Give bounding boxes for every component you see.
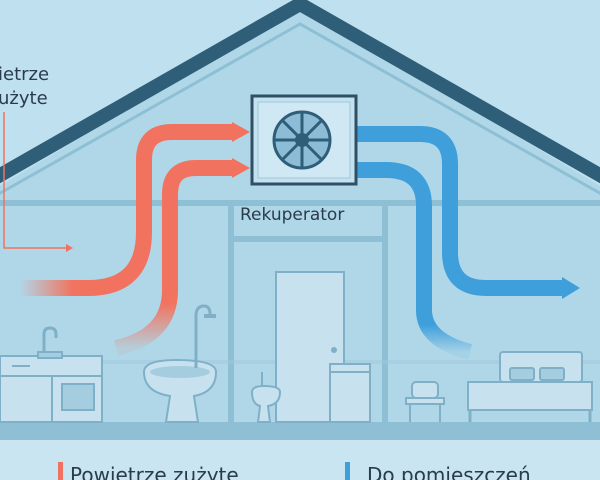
top-left-label-line-1: ietrze (0, 64, 49, 85)
wall-left (228, 206, 234, 426)
device-label: Rekuperator (240, 205, 344, 225)
legend-area (0, 440, 600, 480)
top-left-label-line-2: użyte (0, 88, 48, 109)
kitchen (0, 326, 103, 423)
cool-airflow-upper (352, 126, 562, 296)
wall-right (382, 206, 388, 426)
arrow-right-icon (562, 277, 580, 299)
roof-inner-line (0, 22, 600, 195)
legend-swatch-warm (58, 462, 63, 480)
sink-icon (37, 326, 63, 359)
legend: Powietrze zużyte Do pomieszczeń (58, 462, 531, 480)
fan-icon (272, 110, 332, 170)
floor (0, 422, 600, 440)
legend-label-warm: Powietrze zużyte (70, 463, 239, 480)
outflow-pointer (3, 112, 73, 252)
warm-airflow-lower (114, 160, 232, 356)
arrow-right-icon (232, 158, 250, 178)
oven (61, 383, 95, 411)
roof (0, 0, 600, 184)
ceiling-middle (234, 236, 382, 242)
bed-icon (467, 351, 593, 422)
small-sink (250, 372, 282, 423)
chair-icon (405, 381, 445, 422)
legend-label-cool: Do pomieszczeń (367, 463, 531, 480)
shower (194, 304, 216, 368)
toilet-icon (142, 358, 218, 423)
attic-floor (0, 200, 600, 206)
cabinet (329, 363, 371, 423)
arrow-right-icon (232, 122, 250, 142)
cool-airflow-lower (352, 162, 473, 360)
legend-swatch-cool (345, 462, 350, 480)
recuperator-unit (250, 94, 358, 186)
warm-airflow-upper (20, 124, 232, 296)
